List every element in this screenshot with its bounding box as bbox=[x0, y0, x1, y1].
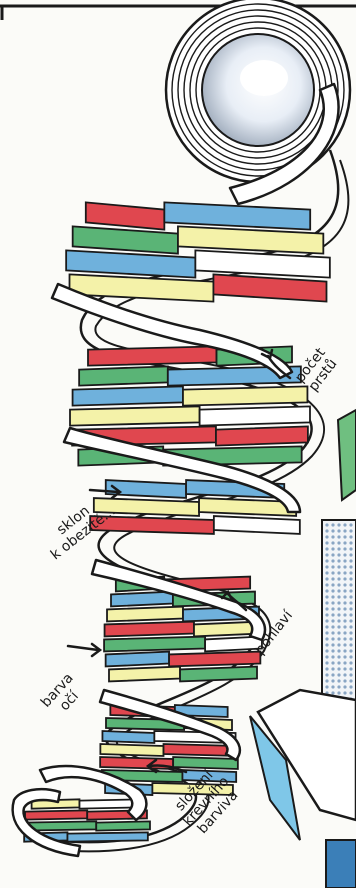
base-pair-right-half bbox=[200, 406, 310, 425]
base-pair-right-half bbox=[180, 667, 257, 682]
base-pair-left-half bbox=[25, 810, 87, 819]
base-pair-left-half bbox=[79, 366, 168, 385]
base-pair-left-half bbox=[88, 346, 217, 365]
base-pair-right-half bbox=[183, 386, 307, 405]
base-pair-left-half bbox=[100, 744, 163, 756]
base-pair-right-half bbox=[214, 516, 300, 534]
base-pair-right-half bbox=[169, 652, 260, 667]
base-pair-left-half bbox=[86, 202, 165, 229]
green-block bbox=[338, 410, 356, 500]
base-pair-right-half bbox=[164, 202, 310, 229]
base-pair-left-half bbox=[66, 250, 195, 277]
base-pair-left-half bbox=[106, 652, 169, 667]
base-pair-left-half bbox=[73, 386, 183, 405]
base-pair-right-half bbox=[213, 274, 326, 301]
base-pair-right-half bbox=[67, 832, 147, 841]
base-pair-left-half bbox=[100, 757, 173, 769]
base-pair-left-half bbox=[111, 592, 173, 607]
base-pair-right-half bbox=[178, 226, 323, 253]
side-panel bbox=[326, 840, 356, 888]
base-pair-right-half bbox=[96, 821, 150, 830]
base-pair-left-half bbox=[107, 607, 183, 622]
base-pair-right-half bbox=[216, 426, 308, 445]
base-pair-left-half bbox=[104, 637, 205, 652]
base-pair-left-half bbox=[109, 667, 180, 682]
base-pair-left-half bbox=[102, 731, 154, 743]
base-pair-left-half bbox=[105, 622, 194, 637]
base-pair-left-half bbox=[73, 226, 178, 253]
base-pair-left-half bbox=[70, 406, 200, 425]
